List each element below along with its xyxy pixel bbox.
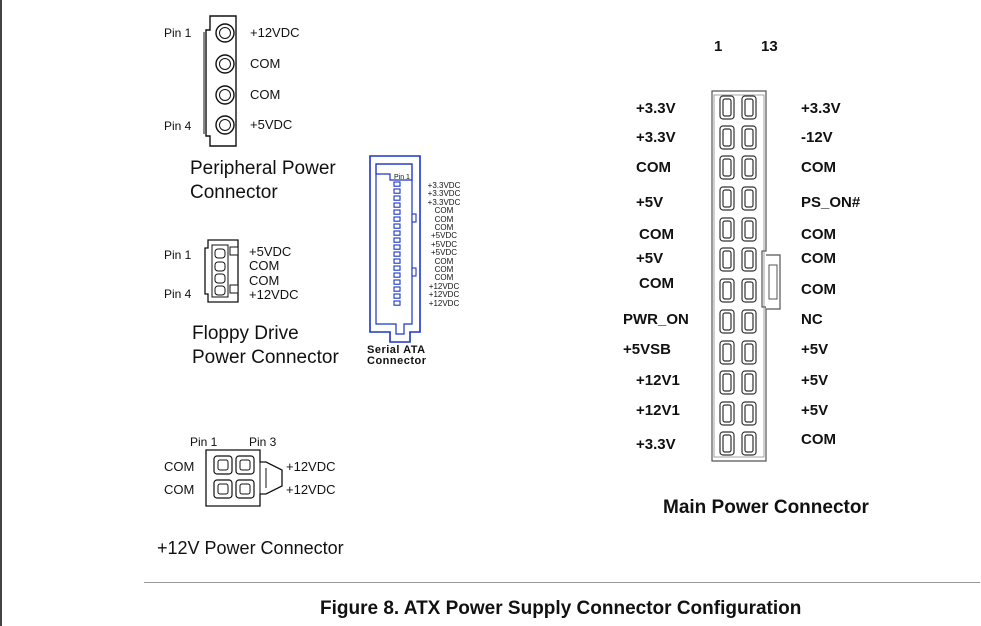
sata-title-line1: Serial ATA [367,344,426,356]
main-left-label: PWR_ON [623,311,689,328]
main-col13-label: 13 [761,38,778,55]
main-right-label: +3.3V [801,100,841,117]
twelve-v-pin-3 [235,455,255,475]
sata-pin-list: +3.3VDC +3.3VDC +3.3VDC COM COM COM +5VD… [427,181,461,308]
main-left-label: +12V1 [636,372,680,389]
floppy-pin4-label: Pin 4 [164,287,192,301]
sata-pin-label: COM [434,273,454,283]
sata-pin-label: +12VDC [428,281,460,291]
floppy-title-line2: Power Connector [192,347,339,368]
twelve-v-pin3-label: Pin 3 [249,435,277,449]
page-left-border [0,0,2,626]
peripheral-pin-label: +5VDC [250,117,293,132]
main-left-label: COM [636,159,671,176]
main-right-label: COM [801,250,836,267]
main-left-label: +3.3V [636,129,676,146]
main-right-label: +5V [801,341,829,358]
main-left-label: +12V1 [636,402,680,419]
peripheral-pin-2 [215,54,235,74]
peripheral-pin4-label: Pin 4 [164,119,192,133]
sata-pin-label: +5VDC [430,231,457,241]
main-right-label: PS_ON# [801,194,861,211]
sata-pin-label: +12VDC [428,298,460,308]
sata-pin-label: +12VDC [428,290,460,300]
peripheral-pin-label: +12VDC [250,25,300,40]
main-left-label: +5VSB [623,341,671,358]
peripheral-title-line1: Peripheral Power [190,158,336,179]
main-left-label: +5V [636,250,664,267]
sata-pin-label: +3.3VDC [427,189,461,199]
sata-pin-label: +5VDC [430,239,457,249]
main-left-label: COM [639,226,674,243]
main-title: Main Power Connector [663,497,869,518]
peripheral-connector-drawing [203,15,237,147]
twelve-v-right-label: +12VDC [286,459,336,474]
peripheral-pin-label: COM [250,56,281,71]
main-right-label: NC [801,311,823,328]
main-left-label: +3.3V [636,100,676,117]
peripheral-title-line2: Connector [190,182,278,203]
figure-caption: Figure 8. ATX Power Supply Connector Con… [320,598,802,619]
main-right-label: +5V [801,372,829,389]
main-col1-label: 1 [714,38,723,55]
twelve-v-connector-drawing [205,449,283,507]
floppy-pin-4 [214,285,226,296]
main-right-label: +5V [801,402,829,419]
main-left-label: COM [639,275,674,292]
twelve-v-pin-1 [213,455,233,475]
floppy-connector-drawing [204,239,239,303]
twelve-v-pin-4 [235,479,255,499]
floppy-pin-2 [214,261,226,272]
sata-pin-label: COM [434,223,454,233]
main-right-label: COM [801,159,836,176]
sata-pin-label: COM [434,256,454,266]
main-connector-drawing [711,90,781,462]
sata-title-line2: Connector [367,355,427,367]
main-left-label: +5V [636,194,664,211]
floppy-pin1-label: Pin 1 [164,248,192,262]
main-right-label: COM [801,281,836,298]
floppy-pin-3 [214,273,226,284]
twelve-v-left-label: COM [164,482,195,497]
sata-pin1-label: Pin 1 [394,174,410,181]
caption-divider [144,582,980,583]
twelve-v-left-label: COM [164,459,195,474]
twelve-v-pin-2 [213,479,233,499]
sata-pin-label: +3.3VDC [427,197,461,207]
floppy-pin-label: COM [249,273,280,288]
floppy-pin-1 [214,248,226,259]
sata-pin-label: +3.3VDC [427,181,461,190]
sata-pin-label: +5VDC [430,248,457,258]
main-right-label: -12V [801,129,833,146]
twelve-v-title: +12V Power Connector [157,538,344,558]
floppy-pin-label: +5VDC [249,244,292,259]
peripheral-pin-label: COM [250,87,281,102]
main-left-label: +3.3V [636,436,676,453]
twelve-v-pin1-label: Pin 1 [190,435,218,449]
sata-pin-label: COM [434,214,454,224]
floppy-pin-label: COM [249,258,280,273]
sata-connector-drawing [369,155,421,343]
main-right-label: COM [801,431,836,448]
main-right-label: COM [801,226,836,243]
sata-pin-label: COM [434,206,454,216]
peripheral-pin1-label: Pin 1 [164,26,192,40]
sata-pin-label: COM [434,265,454,275]
peripheral-pin-3 [215,85,235,105]
peripheral-pin-1 [215,23,235,43]
twelve-v-right-label: +12VDC [286,482,336,497]
peripheral-pin-4 [215,115,235,135]
floppy-pin-label: +12VDC [249,287,299,302]
floppy-title-line1: Floppy Drive [192,323,299,344]
